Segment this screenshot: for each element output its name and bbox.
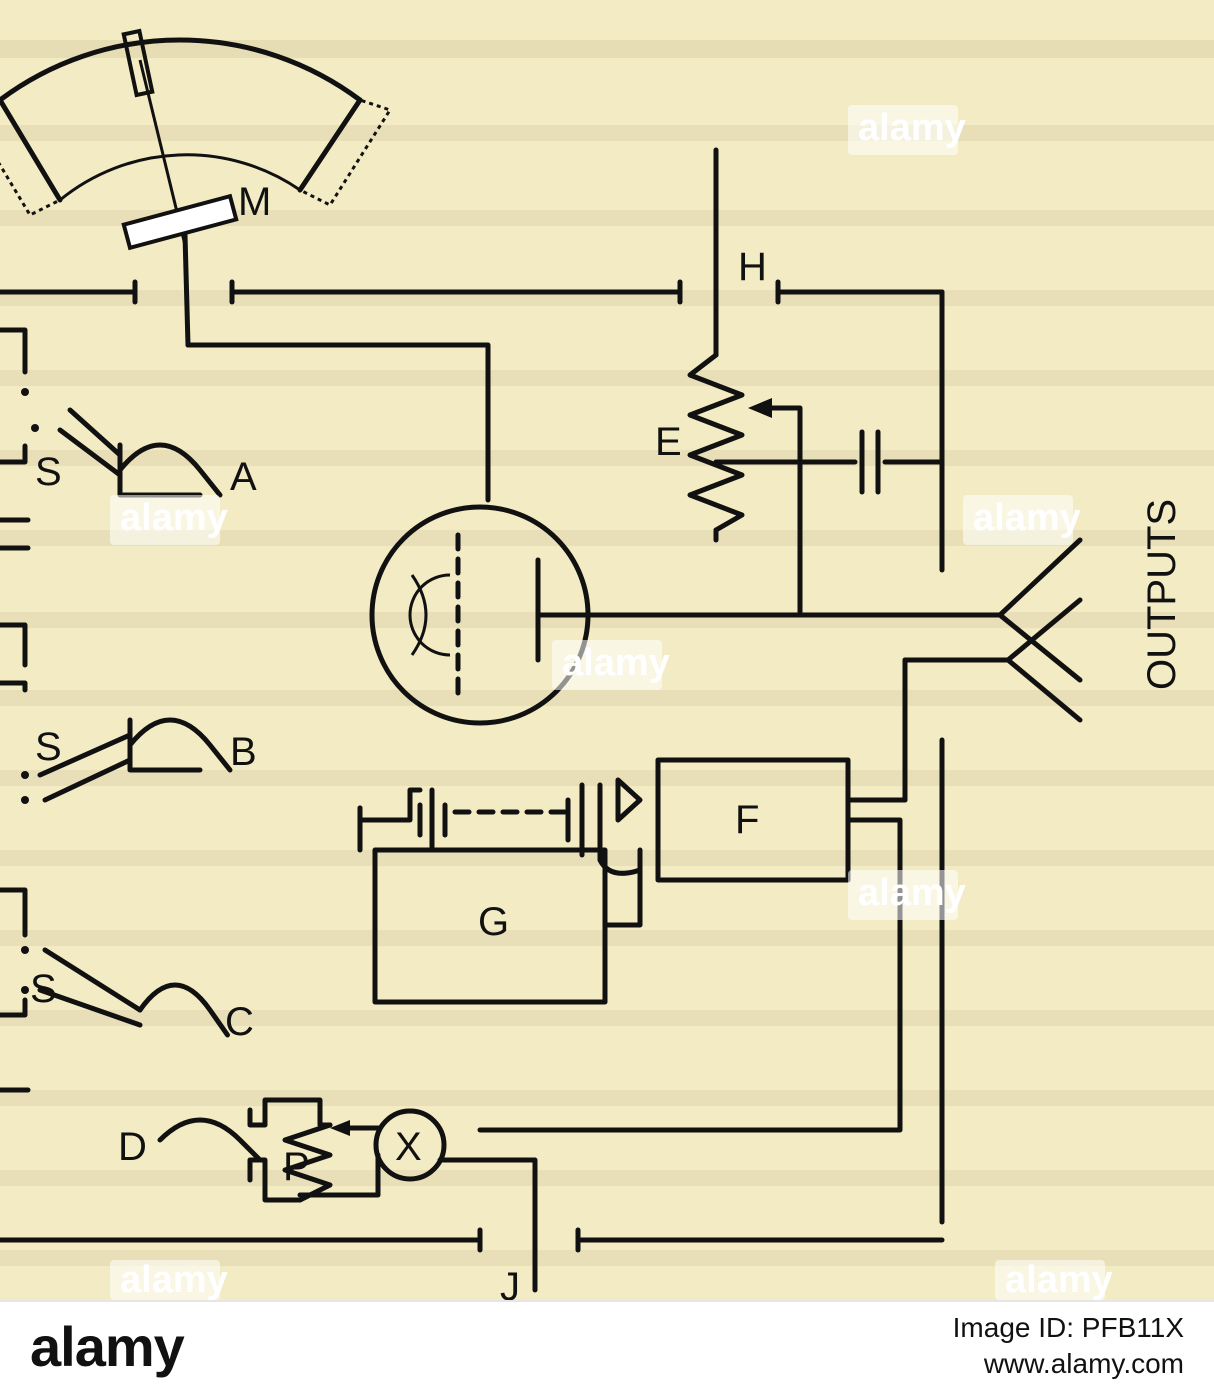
image-id: Image ID: PFB11X <box>952 1312 1184 1343</box>
footer-info: Image ID: PFB11X www.alamy.com <box>953 1310 1184 1382</box>
watermark-text-1: alamy <box>858 107 966 149</box>
bottom-bus-lines <box>0 1227 945 1253</box>
watermark-text-4: alamy <box>562 642 670 684</box>
label-outputs: OUTPUTS <box>1140 499 1184 690</box>
label-e: E <box>655 420 682 464</box>
site-url[interactable]: www.alamy.com <box>983 1348 1184 1379</box>
watermark-text-3: alamy <box>973 497 1081 539</box>
watermark-tiles: alamy alamy alamy alamy alamy alamy alam… <box>110 105 1113 1300</box>
meter-m <box>0 28 393 348</box>
battery-and-relays <box>357 657 908 1133</box>
label-h: H <box>738 245 767 289</box>
switch-group-a <box>0 327 223 498</box>
pot-and-x <box>157 1097 538 1293</box>
label-s-2: S <box>35 725 62 769</box>
footer-bar: alamy Image ID: PFB11X www.alamy.com <box>0 1300 1214 1392</box>
top-bus-lines <box>0 279 945 573</box>
watermark-text-2: alamy <box>120 497 228 539</box>
circuit-diagram: M <box>0 28 1214 1300</box>
label-c: C <box>225 1000 254 1044</box>
watermark-text-5: alamy <box>858 872 966 914</box>
label-s-3: S <box>30 967 57 1011</box>
footer-logo: alamy <box>30 1315 185 1378</box>
label-b: B <box>230 730 257 774</box>
switch-group-b <box>0 517 233 804</box>
switch-group-c <box>0 887 230 1093</box>
label-f: F <box>735 798 759 842</box>
resistor-e <box>687 147 945 618</box>
label-p: P <box>283 1145 310 1189</box>
meter-to-tube-wire <box>185 342 491 503</box>
vacuum-tube <box>369 504 1003 726</box>
label-j: J <box>500 1265 520 1300</box>
label-x: X <box>395 1125 422 1169</box>
watermark-text-6: alamy <box>120 1259 228 1300</box>
label-d: D <box>118 1125 147 1169</box>
watermark-text-7: alamy <box>1005 1259 1113 1300</box>
label-a: A <box>230 455 257 499</box>
circuit-diagram-scan: M <box>0 0 1214 1300</box>
label-g: G <box>478 900 509 944</box>
label-m: M <box>238 180 271 224</box>
label-s-1: S <box>35 450 62 494</box>
